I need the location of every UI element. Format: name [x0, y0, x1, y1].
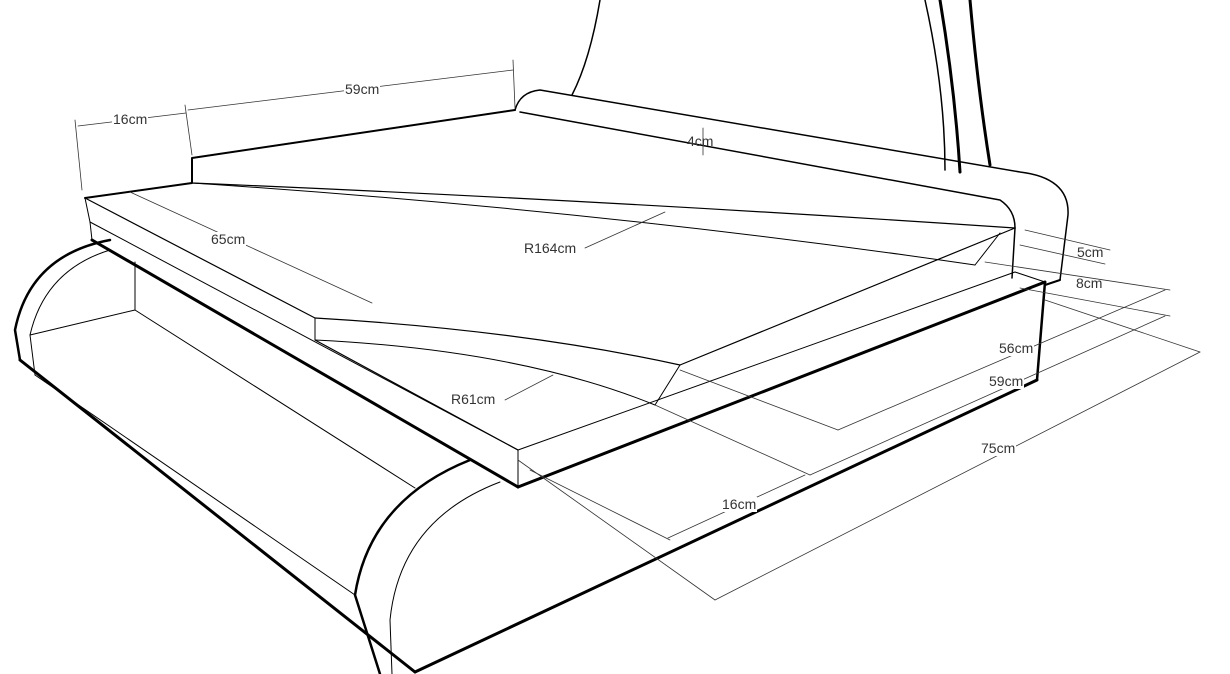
dim-front-16: 16cm [721, 496, 758, 512]
upper-plinth [514, 89, 1069, 281]
dim-slab-side-length: 65cm [210, 231, 247, 247]
dim-right-56: 56cm [998, 340, 1035, 356]
headstone [571, 0, 992, 174]
dim-top-back-width: 59cm [344, 81, 381, 97]
dim-top-left-offset: 16cm [112, 111, 149, 127]
bottom-base [13, 238, 1061, 674]
dim-right-8: 8cm [1076, 275, 1103, 291]
dim-right-59: 59cm [988, 373, 1025, 389]
dim-top-step-height: 4cm [687, 133, 714, 149]
dim-big-radius: R164cm [523, 240, 578, 256]
dim-right-5: 5cm [1077, 244, 1104, 260]
top-slab [84, 109, 1047, 489]
dim-total-75: 75cm [980, 440, 1017, 456]
dim-small-radius: R61cm [450, 391, 497, 407]
